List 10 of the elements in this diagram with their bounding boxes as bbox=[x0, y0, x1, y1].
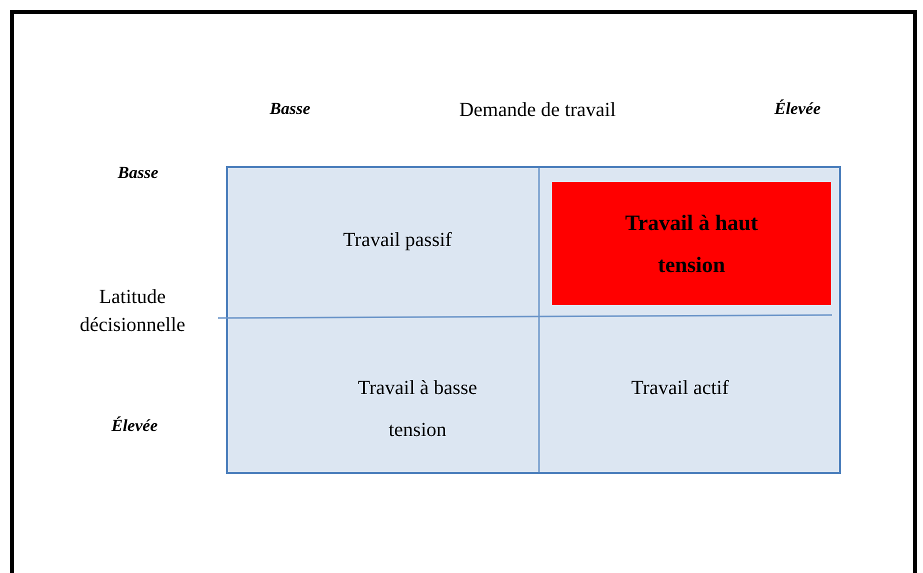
axis-end-label: Basse bbox=[116, 162, 160, 184]
axis-end-label: Élevée bbox=[773, 98, 822, 120]
axis-title: Latitude décisionnelle bbox=[78, 285, 186, 338]
axis-end-label: Élevée bbox=[110, 415, 159, 437]
quadrant-label: Travail à basse tension bbox=[330, 366, 505, 452]
axis-end-label: Basse bbox=[268, 98, 312, 120]
highlight-box: Travail à haut tension bbox=[552, 182, 831, 305]
quadrant-label: Travail actif bbox=[600, 366, 760, 410]
quadrant-label: Travail passif bbox=[300, 215, 495, 265]
axis-title: Demande de travail bbox=[458, 98, 617, 123]
